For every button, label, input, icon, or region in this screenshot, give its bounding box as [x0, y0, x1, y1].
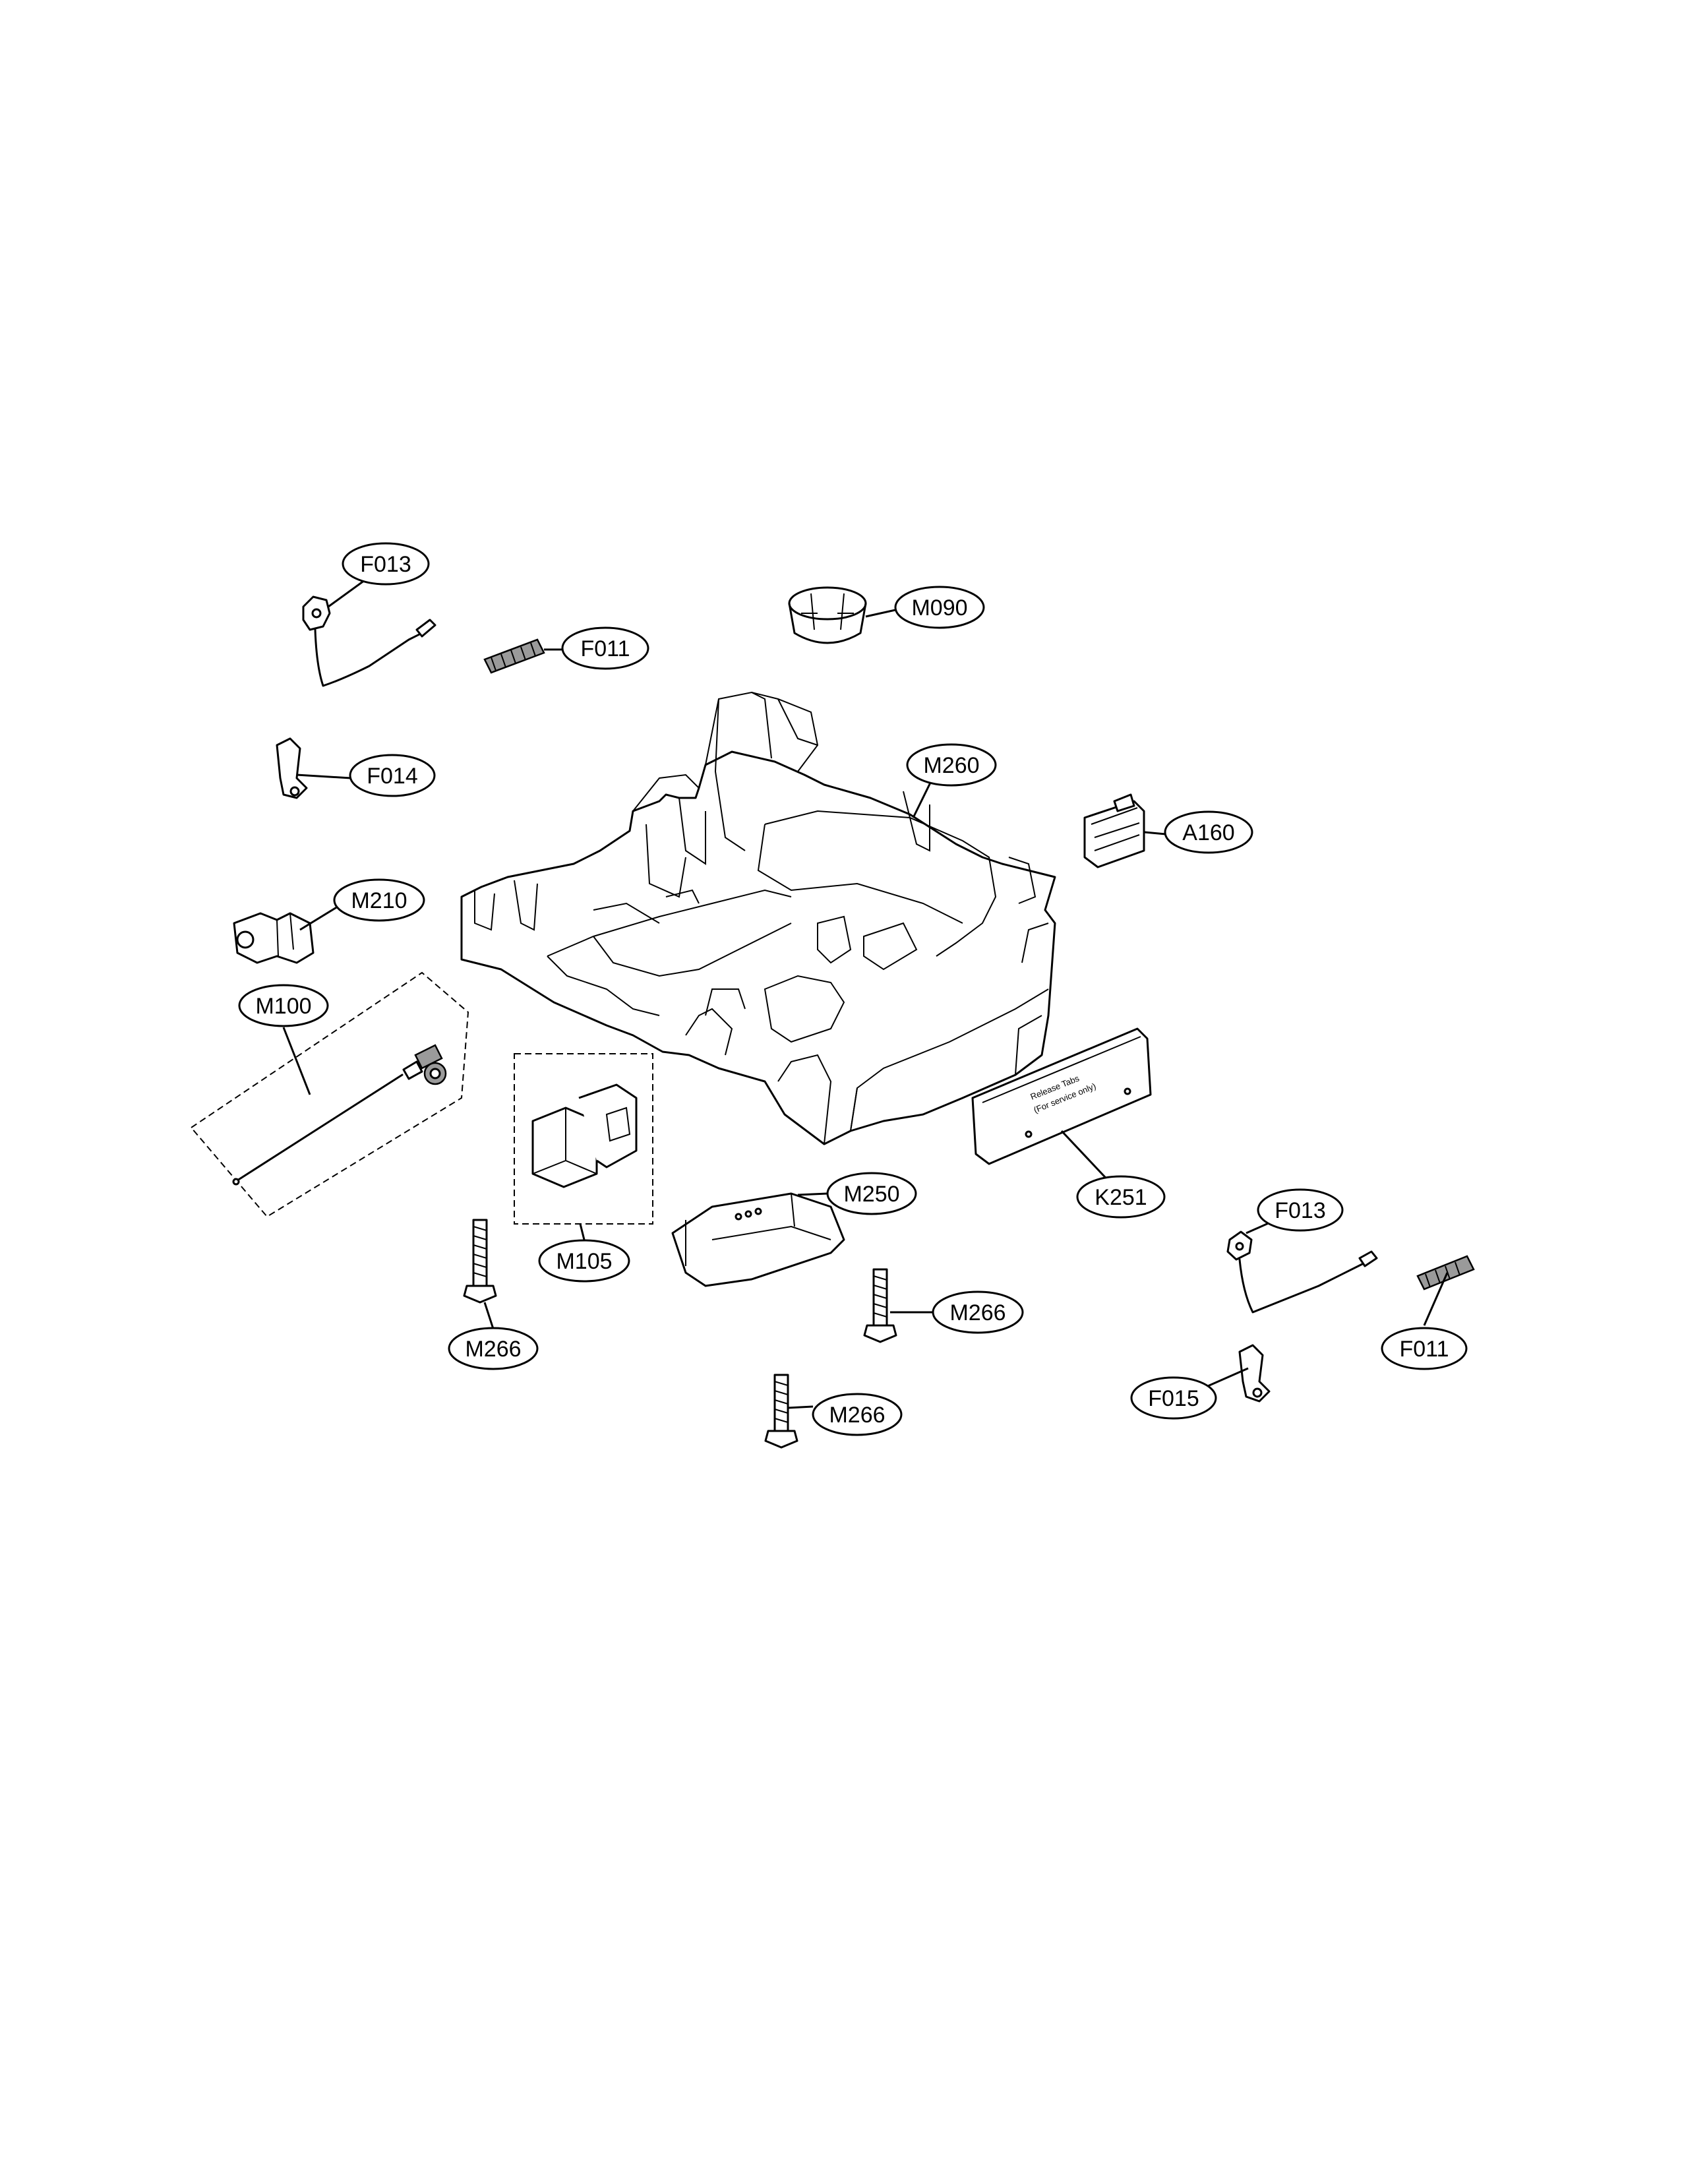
callout-m250: M250 — [826, 1172, 917, 1215]
m105-block-assembly-part — [514, 1053, 653, 1225]
f014-clip-part — [276, 737, 308, 799]
callout-f011-right-label: F011 — [1400, 1337, 1449, 1362]
base-frame-part — [460, 691, 1056, 1145]
callout-f015: F015 — [1130, 1376, 1217, 1420]
callout-f014-label: F014 — [367, 764, 418, 789]
callout-f013-top-label: F013 — [360, 552, 411, 577]
m266-bolt-mid-part — [863, 1268, 897, 1343]
callout-m100: M100 — [238, 984, 329, 1027]
k251-panel-part: Release Tabs (For service only) — [971, 1027, 1152, 1165]
callout-m266-mid-label: M266 — [949, 1300, 1006, 1325]
a160-module-part — [1083, 793, 1145, 868]
callout-f014: F014 — [349, 754, 436, 797]
f013-top-switch-part — [302, 595, 436, 687]
m250-tray-part — [671, 1192, 845, 1287]
f015-clip-part — [1238, 1344, 1271, 1403]
callout-f011-top: F011 — [561, 626, 649, 670]
callout-f013-right-label: F013 — [1275, 1198, 1326, 1223]
callout-a160: A160 — [1164, 810, 1253, 854]
m266-bolt-bottom-part — [764, 1374, 798, 1449]
callout-a160-label: A160 — [1182, 820, 1234, 845]
m100-rod-assembly-part — [190, 971, 469, 1218]
m090-ring-part — [788, 586, 867, 644]
callout-m266-bottom: M266 — [812, 1393, 903, 1436]
callout-m266-mid: M266 — [932, 1290, 1024, 1334]
f011-right-spring-part — [1416, 1255, 1475, 1290]
callout-f011-top-label: F011 — [581, 636, 630, 661]
callout-k251-label: K251 — [1095, 1185, 1147, 1210]
callout-m260: M260 — [906, 743, 997, 787]
callout-m105-label: M105 — [556, 1249, 612, 1274]
callout-f011-right: F011 — [1381, 1327, 1468, 1370]
callout-m266-left: M266 — [448, 1327, 539, 1370]
callout-m090-label: M090 — [911, 595, 967, 621]
m266-bolt-left-part — [463, 1219, 497, 1304]
callout-m210: M210 — [333, 878, 425, 922]
callout-k251: K251 — [1076, 1175, 1166, 1219]
callout-f013-right: F013 — [1257, 1188, 1344, 1232]
callout-m266-left-label: M266 — [465, 1337, 521, 1362]
f013-right-switch-part — [1226, 1230, 1378, 1314]
f011-top-spring-part — [483, 638, 545, 674]
callout-m210-label: M210 — [351, 888, 407, 913]
callout-f015-label: F015 — [1148, 1386, 1199, 1411]
callout-m250-label: M250 — [843, 1182, 899, 1207]
callout-m090: M090 — [894, 586, 985, 629]
m210-valve-part — [233, 912, 315, 964]
callout-m260-label: M260 — [923, 753, 979, 778]
callout-m105: M105 — [538, 1239, 630, 1283]
callout-m100-label: M100 — [255, 994, 311, 1019]
callout-m266-bottom-label: M266 — [829, 1403, 885, 1428]
callout-f013-top: F013 — [342, 542, 430, 586]
